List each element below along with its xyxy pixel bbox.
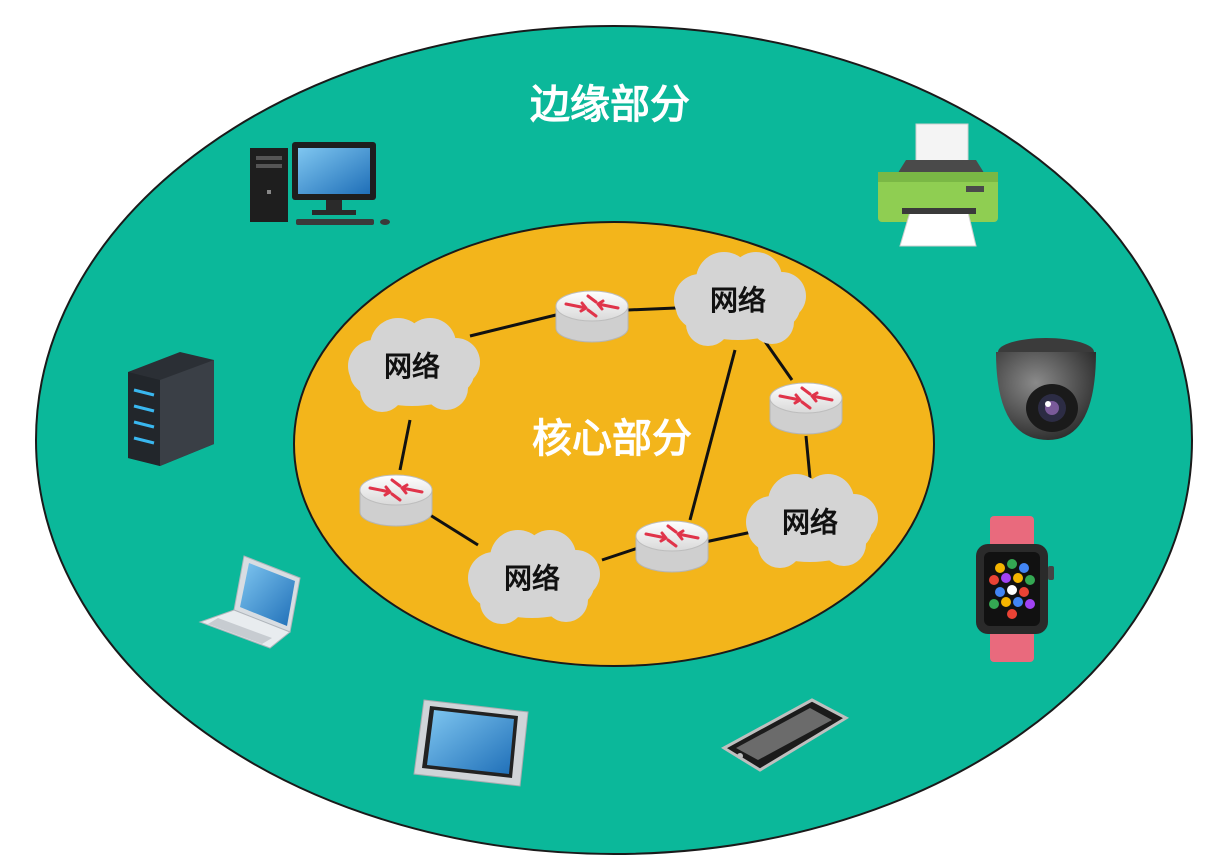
router-icon [554,289,630,344]
core-links [398,306,812,562]
smartphone-icon [721,698,850,772]
router-icon [358,473,434,528]
desktop-computer-icon [250,142,390,225]
cloud-network: 网络 [746,474,878,568]
router-icon [634,519,710,574]
cloud-label: 网络 [710,284,766,317]
tablet-icon [413,699,529,787]
router-icon [768,381,844,436]
core-label: 核心部分 [532,416,692,462]
printer-icon [878,123,998,247]
cloud-label: 网络 [504,562,560,595]
cloud-label: 网络 [782,506,838,539]
security-camera-icon [996,338,1096,440]
cloud-network: 网络 [468,530,600,624]
cloud-network: 网络 [674,252,806,346]
cloud-network: 网络 [348,318,480,412]
smartwatch-icon [976,516,1054,662]
server-icon [128,352,214,466]
edge-label: 边缘部分 [530,82,690,128]
laptop-icon [198,555,301,649]
cloud-label: 网络 [384,350,440,383]
